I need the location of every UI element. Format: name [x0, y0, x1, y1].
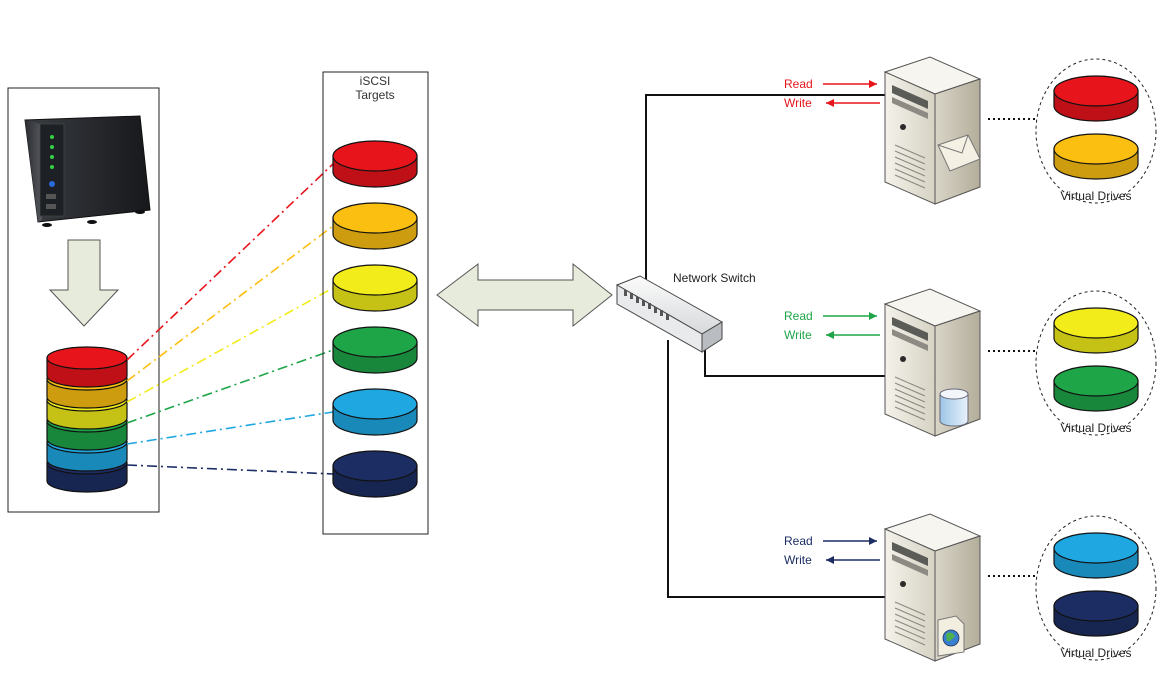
read-arrow-icon	[823, 80, 877, 88]
virtual-drives-label: Virtual Drives	[1060, 189, 1131, 203]
stack-disk-red	[46, 346, 128, 388]
storage-panel	[7, 87, 160, 513]
globe-document-icon	[937, 615, 965, 657]
write-arrow-icon	[826, 331, 880, 339]
targets-subtitle: Targets	[355, 88, 394, 102]
read-label: Read	[784, 77, 813, 91]
envelope-icon	[937, 134, 981, 172]
target-disk-orange	[332, 202, 418, 250]
read-label: Read	[784, 534, 813, 548]
target-disk-red	[332, 140, 418, 188]
virtual-drives-label: Virtual Drives	[1060, 421, 1131, 435]
link-line-green	[126, 349, 334, 424]
read-arrow-icon	[823, 537, 877, 545]
virtual-drive-yellow	[1053, 307, 1139, 354]
virtual-drive-orange	[1053, 133, 1139, 180]
read-label: Read	[784, 309, 813, 323]
write-label: Write	[784, 96, 812, 110]
link-line-navy	[126, 464, 334, 475]
link-line-orange	[126, 225, 334, 382]
web-server-tower	[883, 513, 982, 662]
virtual-drives-group	[1035, 58, 1157, 204]
write-label: Write	[784, 328, 812, 342]
disk-stack	[46, 346, 128, 493]
link-line-yellow	[126, 287, 334, 403]
virtual-drive-red	[1053, 75, 1139, 122]
mail-server-tower	[883, 56, 982, 205]
database-icon	[939, 388, 969, 427]
iscsi-targets	[332, 140, 418, 498]
nas-device	[24, 115, 151, 227]
write-arrow-icon	[826, 556, 880, 564]
target-disk-navy	[332, 450, 418, 498]
target-disk-yellow	[332, 264, 418, 312]
link-line-red	[126, 163, 334, 361]
write-arrow-icon	[826, 99, 880, 107]
virtual-drives-group	[1035, 515, 1157, 661]
read-arrow-icon	[823, 312, 877, 320]
network-cables	[645, 94, 888, 598]
virtual-drives-group	[1035, 290, 1157, 436]
targets-panel	[322, 71, 429, 535]
network-switch	[615, 275, 723, 353]
virtual-drives-label: Virtual Drives	[1060, 646, 1131, 660]
write-label: Write	[784, 553, 812, 567]
link-line-lightblue	[126, 411, 334, 445]
down-arrow-icon	[48, 239, 120, 327]
target-disk-lightblue	[332, 388, 418, 436]
virtual-drive-green	[1053, 365, 1139, 412]
switch-label: Network Switch	[673, 271, 756, 285]
targets-title: iSCSI	[360, 74, 391, 88]
virtual-drive-lightblue	[1053, 532, 1139, 579]
double-arrow-icon	[436, 262, 613, 328]
connection-lines	[126, 163, 334, 475]
target-disk-green	[332, 326, 418, 374]
virtual-drive-navy	[1053, 590, 1139, 637]
